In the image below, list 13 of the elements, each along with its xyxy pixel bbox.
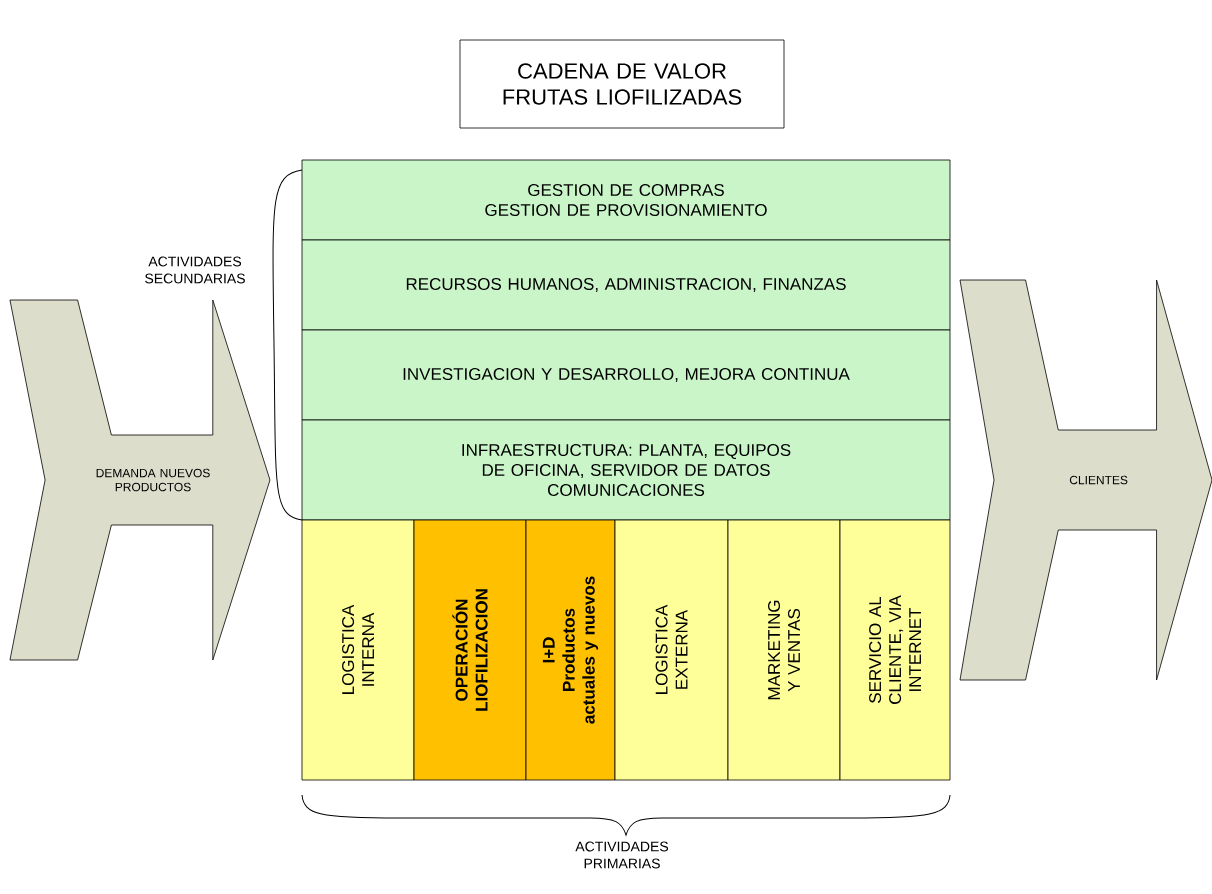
activity-column: LOGISTICA INTERNA <box>301 519 415 781</box>
activity-column: SERVICIO AL CLIENTE, VIA INTERNET <box>839 519 951 781</box>
activity-column: LOGISTICA EXTERNA <box>614 519 729 781</box>
activity-band: GESTION DE COMPRAS GESTION DE PROVISIONAMIENTO <box>301 159 951 241</box>
activity-column: I+D Productos actuales y nuevos <box>525 519 616 781</box>
activity-column: MARKETING Y VENTAS <box>727 519 841 781</box>
activity-band: INFRAESTRUCTURA: PLANTA, EQUIPOS DE OFICINA, SERVIDOR DE DATOS COMUNICACIONES <box>301 419 951 521</box>
activity-band: CADENA DE VALOR FRUTAS LIOFILIZADAS <box>459 39 785 129</box>
activity-band: RECURSOS HUMANOS, ADMINISTRACION, FINANZAS <box>301 239 951 331</box>
activity-band: INVESTIGACION Y DESARROLLO, MEJORA CONTINUA <box>301 329 951 421</box>
section-label: ACTIVIDADES PRIMARIAS <box>575 841 669 869</box>
section-label: ACTIVIDADES SECUNDARIAS <box>145 256 245 284</box>
activity-column: OPERACIÓN LIOFILIZACION <box>413 519 527 781</box>
